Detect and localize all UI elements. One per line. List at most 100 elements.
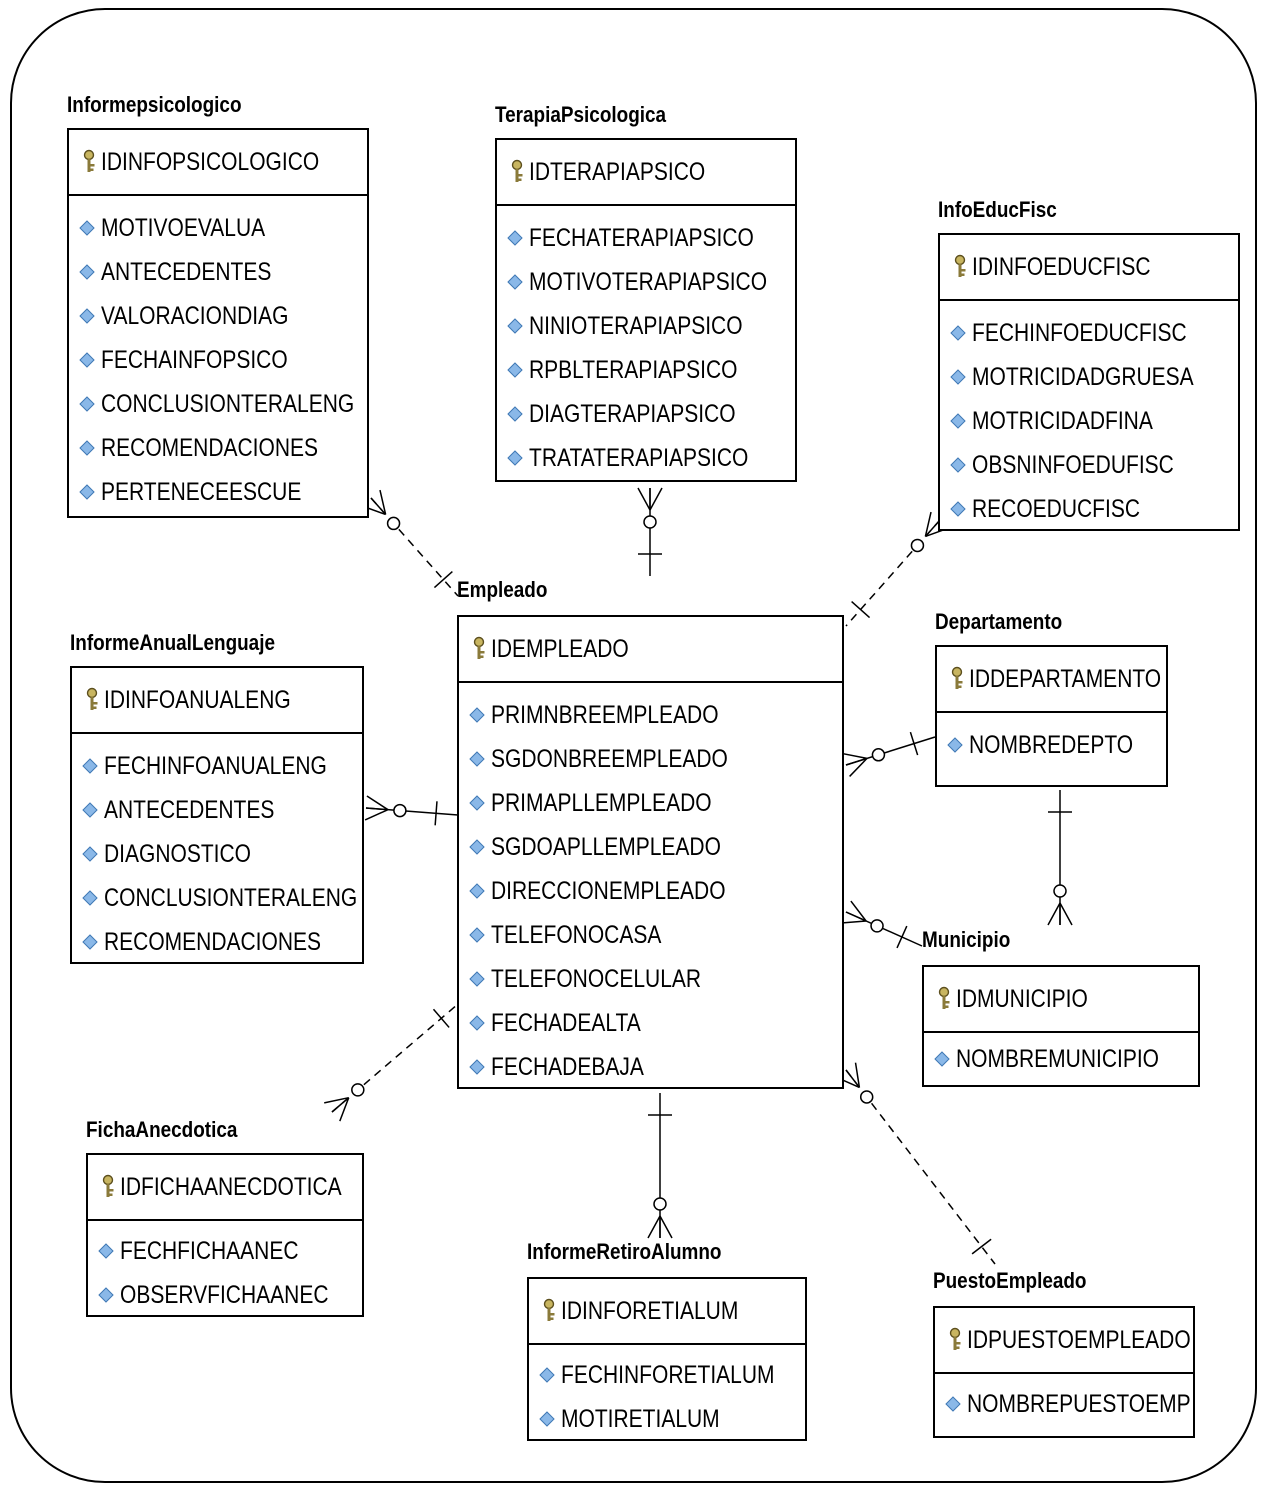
primary-key-label: IDINFOANUALENG <box>104 685 291 714</box>
key-icon <box>951 666 963 689</box>
entity-table: IDINFOEDUCFISC FECHINFOEDUCFISC MOTRICID… <box>938 233 1240 531</box>
attribute-row: PERTENECEESCUE <box>69 470 367 514</box>
entity-title: FichaAnecdotica <box>86 1117 238 1142</box>
diamond-icon <box>79 220 95 236</box>
attribute-label: ANTECEDENTES <box>104 795 275 824</box>
diamond-icon <box>507 450 523 466</box>
primary-key-row: IDFICHAANECDOTICA <box>88 1155 362 1221</box>
attribute-label: PRIMNBREEMPLEADO <box>491 700 719 729</box>
diamond-icon <box>82 934 98 950</box>
diamond-icon <box>507 318 523 334</box>
attribute-row: FECHADEBAJA <box>459 1045 842 1089</box>
one-bar <box>909 731 919 756</box>
optional-circle <box>653 1197 667 1211</box>
attribute-list: FECHINFOANUALENG ANTECEDENTES DIAGNOSTIC… <box>72 734 362 964</box>
optional-circle <box>870 919 884 933</box>
attribute-label: TELEFONOCELULAR <box>491 964 702 993</box>
primary-key-row: IDDEPARTAMENTO <box>937 647 1166 713</box>
one-bar <box>851 601 871 619</box>
attribute-row: FECHAINFOPSICO <box>69 338 367 382</box>
diamond-icon <box>950 457 966 473</box>
attribute-label: SGDOAPLLEMPLEADO <box>491 832 721 861</box>
primary-key-row: IDEMPLEADO <box>459 617 842 683</box>
attribute-row: MOTRICIDADFINA <box>940 399 1238 443</box>
primary-key-row: IDMUNICIPIO <box>924 967 1198 1033</box>
primary-key-label: IDDEPARTAMENTO <box>969 664 1162 693</box>
key-icon <box>86 687 98 710</box>
diamond-icon <box>950 413 966 429</box>
key-icon <box>543 1298 555 1321</box>
attribute-label: MOTIVOTERAPIAPSICO <box>529 267 768 296</box>
attribute-label: RECOMENDACIONES <box>104 927 322 956</box>
key-icon <box>511 159 523 182</box>
relationship-empleado-infoeducfisc <box>845 511 950 627</box>
attribute-row: CONCLUSIONTERALENG <box>69 382 367 426</box>
primary-key-row: IDTERAPIAPSICO <box>497 140 795 206</box>
crows-foot-prong <box>637 487 651 511</box>
entity-title: InfoEducFisc <box>938 197 1057 222</box>
diamond-icon <box>469 883 485 899</box>
crows-foot-prong <box>841 920 867 924</box>
attribute-label: VALORACIONDIAG <box>101 301 289 330</box>
one-bar <box>896 925 908 949</box>
diamond-icon <box>934 1051 950 1067</box>
attribute-list: PRIMNBREEMPLEADO SGDONBREEMPLEADO PRIMAP… <box>459 683 842 1089</box>
crows-foot-prong <box>842 752 868 760</box>
attribute-list: NOMBREPUESTOEMP <box>935 1374 1193 1434</box>
primary-key-label: IDMUNICIPIO <box>956 984 1088 1013</box>
relationship-line <box>845 1069 996 1265</box>
attribute-row: RPBLTERAPIAPSICO <box>497 348 795 392</box>
crows-foot-prong <box>659 1215 673 1239</box>
primary-key-row: IDPUESTOEMPLEADO <box>935 1308 1193 1374</box>
optional-circle <box>643 515 657 529</box>
attribute-label: MOTIVOEVALUA <box>101 213 266 242</box>
diamond-icon <box>469 1015 485 1031</box>
crows-foot-prong <box>850 900 867 922</box>
diamond-icon <box>82 758 98 774</box>
attribute-row: RECOMENDACIONES <box>69 426 367 470</box>
entity-table: IDEMPLEADO PRIMNBREEMPLEADO SGDONBREEMPL… <box>457 615 844 1089</box>
attribute-list: NOMBREMUNICIPIO <box>924 1033 1198 1085</box>
crows-foot-prong <box>324 1096 349 1104</box>
crows-foot-prong <box>649 487 663 511</box>
diamond-icon <box>469 971 485 987</box>
diamond-icon <box>469 751 485 767</box>
attribute-label: FECHAINFOPSICO <box>101 345 288 374</box>
diamond-icon <box>82 890 98 906</box>
crows-foot-prong <box>1047 902 1061 926</box>
attribute-label: DIAGNOSTICO <box>104 839 252 868</box>
optional-circle <box>351 1083 365 1097</box>
attribute-row: FECHINFORETIALUM <box>529 1353 805 1397</box>
attribute-row: ANTECEDENTES <box>69 250 367 294</box>
relationship-empleado-departamento <box>842 731 936 777</box>
diamond-icon <box>469 839 485 855</box>
attribute-label: FECHATERAPIAPSICO <box>529 223 754 252</box>
optional-circle <box>386 516 401 531</box>
attribute-label: NOMBREDEPTO <box>969 730 1134 759</box>
attribute-label: PRIMAPLLEMPLEADO <box>491 788 712 817</box>
attribute-row: NINIOTERAPIAPSICO <box>497 304 795 348</box>
entity-table: IDPUESTOEMPLEADO NOMBREPUESTOEMP <box>933 1306 1195 1438</box>
attribute-label: NOMBREPUESTOEMP <box>967 1389 1191 1418</box>
entity-title: InformeRetiroAlumno <box>527 1239 722 1264</box>
attribute-row: DIRECCIONEMPLEADO <box>459 869 842 913</box>
attribute-row: PRIMAPLLEMPLEADO <box>459 781 842 825</box>
entity-table: IDINFOPSICOLOGICO MOTIVOEVALUA ANTECEDEN… <box>67 128 369 518</box>
diamond-icon <box>950 501 966 517</box>
attribute-row: SGDOAPLLEMPLEADO <box>459 825 842 869</box>
crows-foot-prong <box>331 1097 350 1113</box>
attribute-row: TELEFONOCASA <box>459 913 842 957</box>
primary-key-row: IDINFOPSICOLOGICO <box>69 130 367 196</box>
relationship-empleado-informeretiroalumno <box>647 1093 673 1239</box>
relationship-empleado-puestoempleado <box>836 1062 996 1265</box>
entity-table: IDTERAPIAPSICO FECHATERAPIAPSICO MOTIVOT… <box>495 138 797 482</box>
diamond-icon <box>469 927 485 943</box>
attribute-row: FECHATERAPIAPSICO <box>497 216 795 260</box>
diamond-icon <box>539 1411 555 1427</box>
attribute-row: MOTRICIDADGRUESA <box>940 355 1238 399</box>
attribute-label: FECHINFOEDUCFISC <box>972 318 1187 347</box>
attribute-row: RECOEDUCFISC <box>940 487 1238 531</box>
attribute-row: DIAGNOSTICO <box>72 832 362 876</box>
attribute-row: CONCLUSIONTERALENG <box>72 876 362 920</box>
entity-title: InformeAnualLenguaje <box>70 630 275 655</box>
